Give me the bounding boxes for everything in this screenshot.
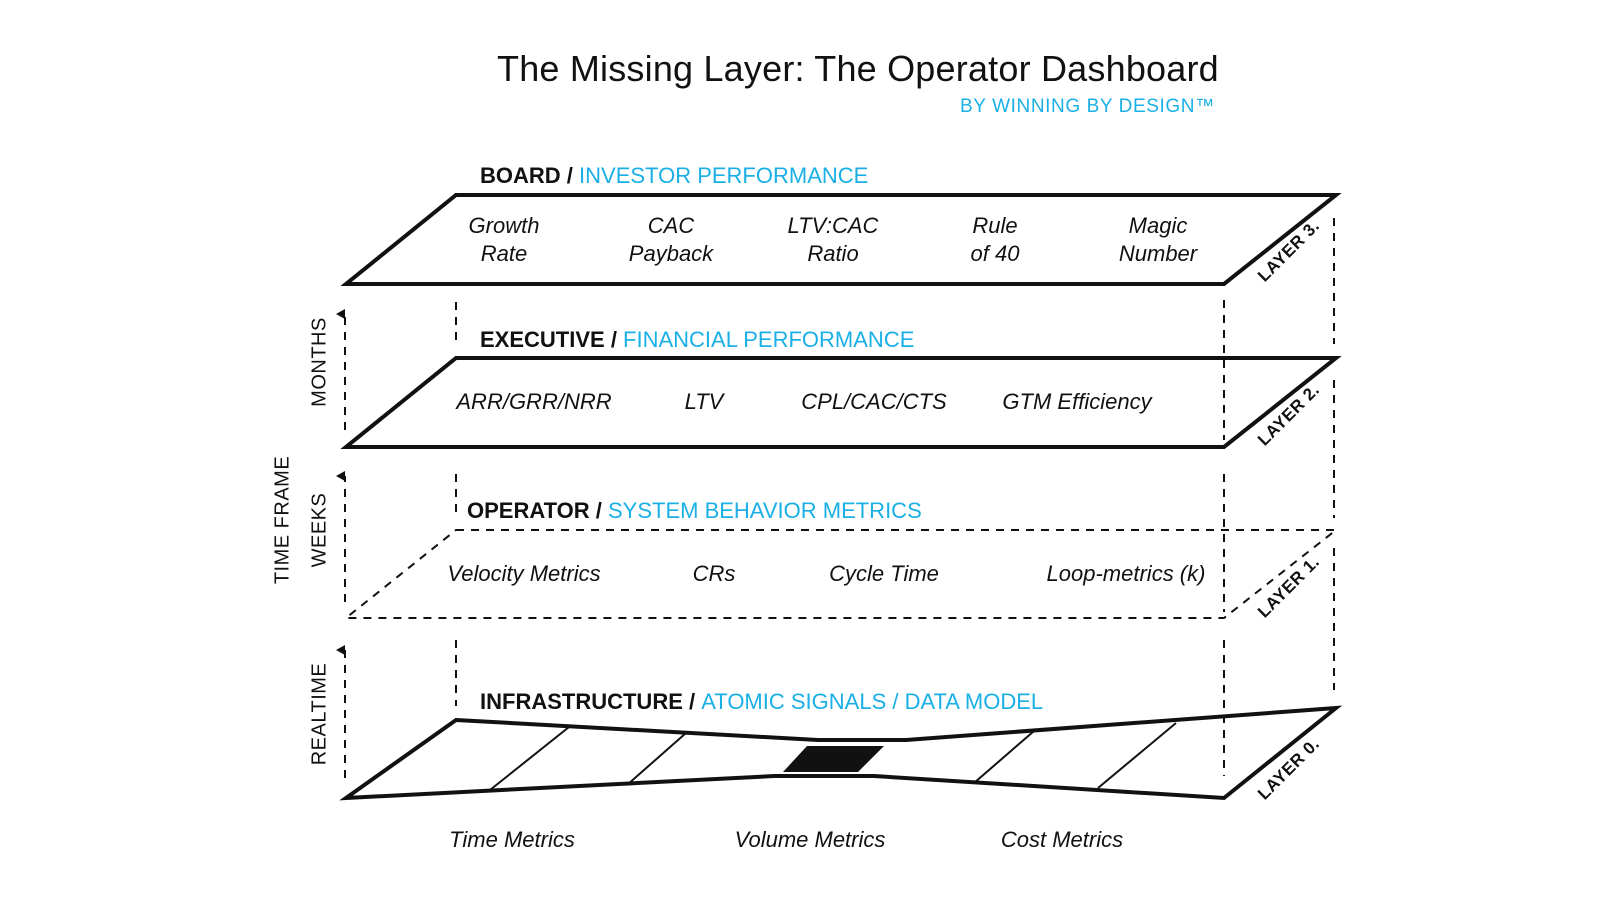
executive-metric: CPL/CAC/CTS xyxy=(801,389,947,414)
realtime-label: REALTIME xyxy=(308,662,331,766)
infrastructure-divider xyxy=(1097,722,1177,789)
operator-metric: CRs xyxy=(692,561,736,586)
infrastructure-divider xyxy=(489,726,570,791)
volume-core-block xyxy=(783,746,884,772)
board-layer-subtitle: INVESTOR PERFORMANCE xyxy=(579,163,869,188)
infrastructure-metric: Volume Metrics xyxy=(734,827,886,852)
board-layer-plane xyxy=(340,193,1342,286)
infrastructure-metric: Cost Metrics xyxy=(1000,827,1124,852)
metric-line: LTV:CAC xyxy=(787,213,879,238)
executive-layer-title: EXECUTIVE xyxy=(480,327,605,352)
metric-line: Growth xyxy=(468,213,540,238)
metric-line: Magic xyxy=(1128,213,1188,238)
executive-metric: LTV xyxy=(684,389,724,414)
board-metric: LTV:CAC Ratio xyxy=(788,212,879,268)
operator-metric: Loop-metrics (k) xyxy=(1046,561,1206,586)
months-label: MONTHS xyxy=(308,317,331,407)
infrastructure-divider xyxy=(626,732,687,786)
operator-layer-subtitle: SYSTEM BEHAVIOR METRICS xyxy=(608,498,922,523)
header-separator: / xyxy=(682,689,702,714)
weeks-label: WEEKS xyxy=(308,492,331,568)
operator-layer-header: OPERATOR / SYSTEM BEHAVIOR METRICS xyxy=(467,498,922,524)
operator-metric: Cycle Time xyxy=(829,561,939,586)
operator-layer-plane xyxy=(343,529,1339,619)
metric-line: Number xyxy=(1118,241,1198,266)
page-title: The Missing Layer: The Operator Dashboar… xyxy=(497,48,1219,89)
executive-layer-subtitle: FINANCIAL PERFORMANCE xyxy=(623,327,915,352)
executive-metric: GTM Efficiency xyxy=(1002,389,1152,414)
time-frame-label: TIME FRAME xyxy=(271,455,294,585)
infrastructure-divider xyxy=(973,730,1035,784)
infrastructure-layer-plane xyxy=(339,705,1343,801)
infrastructure-layer-title: INFRASTRUCTURE xyxy=(480,689,683,714)
metric-line: CAC xyxy=(647,213,695,238)
header-separator: / xyxy=(604,327,624,352)
operator-layer-title: OPERATOR xyxy=(467,498,590,523)
board-layer-title: BOARD xyxy=(480,163,561,188)
board-metric: Rule of 40 xyxy=(971,212,1020,268)
metric-line: of 40 xyxy=(970,241,1020,266)
executive-layer-header: EXECUTIVE / FINANCIAL PERFORMANCE xyxy=(480,327,914,353)
executive-layer-plane xyxy=(340,356,1342,449)
infrastructure-layer-subtitle: ATOMIC SIGNALS / DATA MODEL xyxy=(701,689,1044,714)
page-subtitle: BY WINNING BY DESIGN™ xyxy=(960,96,1215,117)
board-metric: CAC Payback xyxy=(629,212,713,268)
infrastructure-layer-header: INFRASTRUCTURE / ATOMIC SIGNALS / DATA M… xyxy=(480,689,1043,715)
metric-line: Rule xyxy=(972,213,1018,238)
executive-metric: ARR/GRR/NRR xyxy=(456,389,612,414)
board-layer-header: BOARD / INVESTOR PERFORMANCE xyxy=(480,163,868,189)
operator-metric: Velocity Metrics xyxy=(447,561,601,586)
metric-line: Rate xyxy=(480,241,528,266)
header-separator: / xyxy=(589,498,608,523)
infrastructure-metric: Time Metrics xyxy=(449,827,575,852)
header-separator: / xyxy=(560,163,580,188)
board-metric: Magic Number xyxy=(1119,212,1197,268)
metric-line: Payback xyxy=(628,241,714,266)
metric-line: Ratio xyxy=(807,241,859,266)
board-metric: Growth Rate xyxy=(469,212,540,268)
